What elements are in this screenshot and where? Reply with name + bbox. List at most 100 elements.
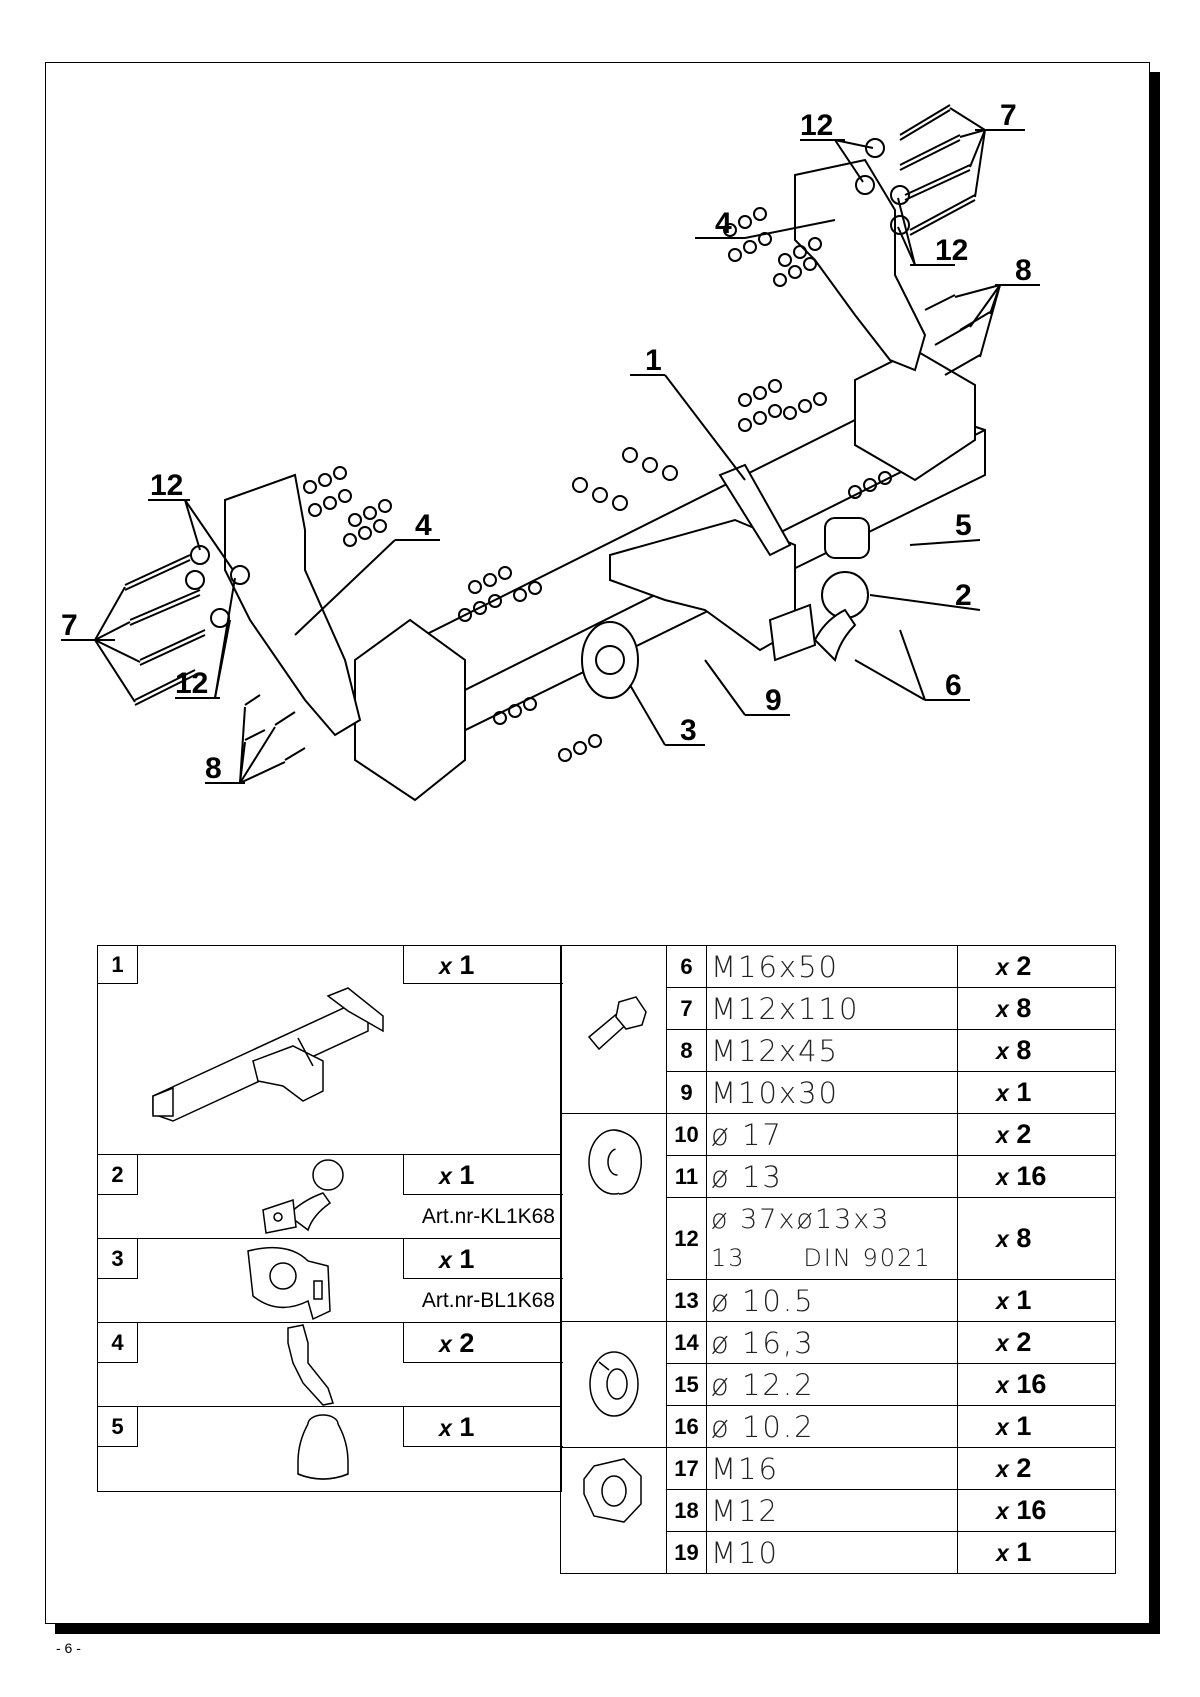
part-qty: x 8 bbox=[957, 1197, 1116, 1280]
table-row: 15 ø 12.2 x 16 bbox=[561, 1363, 1116, 1406]
spring-washer-image-cell bbox=[560, 1321, 667, 1448]
part-number: 7 bbox=[666, 987, 707, 1030]
table-row: 10 ø 17 x 2 bbox=[560, 1113, 1116, 1322]
table-row: 19 M10 x 1 bbox=[561, 1531, 1116, 1574]
part-spec: ø 12.2 bbox=[706, 1363, 958, 1406]
part-qty: x 16 bbox=[957, 1489, 1116, 1532]
washer-image-cell bbox=[560, 1113, 667, 1322]
part-number: 16 bbox=[666, 1405, 707, 1448]
part-qty: x 1 bbox=[403, 1239, 563, 1279]
part-row-3: 3 x 1 Art.nr-BL1K68 bbox=[97, 1239, 563, 1323]
part-spec: M16 bbox=[706, 1447, 958, 1490]
part-spec: ø 10.5 bbox=[706, 1279, 958, 1322]
spring-washer-icon bbox=[588, 1351, 639, 1417]
table-row: 7 M12x110 x 8 bbox=[561, 987, 1116, 1030]
part-qty: x 2 bbox=[957, 1113, 1116, 1156]
part-number: 5 bbox=[98, 1407, 138, 1447]
part-spec: ø 10.2 bbox=[706, 1405, 958, 1448]
part-qty: x 1 bbox=[403, 1155, 563, 1195]
part-spec: ø 17 bbox=[706, 1113, 958, 1156]
part-spec: M10x30 bbox=[706, 1071, 958, 1114]
callout-3: 3 bbox=[680, 714, 697, 747]
part-qty: x 1 bbox=[957, 1279, 1116, 1322]
part-qty: x 2 bbox=[403, 1323, 563, 1363]
hex-nut-icon bbox=[582, 1458, 642, 1523]
table-row: 16 ø 10.2 x 1 bbox=[561, 1405, 1116, 1448]
tow-ball-icon bbox=[262, 1159, 344, 1234]
callout-9: 9 bbox=[765, 684, 782, 717]
callout-7-left: 7 bbox=[61, 609, 78, 642]
callout-8-left: 8 bbox=[205, 752, 222, 785]
parts-table-right: 6 M16x50 x 2 7 M12x110 x 8 8 M12x45 x 8 … bbox=[560, 945, 1116, 1574]
part-number: 13 bbox=[666, 1279, 707, 1322]
part-row-5: 5 x 1 bbox=[97, 1407, 563, 1492]
part-qty: x 1 bbox=[403, 946, 563, 984]
part-number: 10 bbox=[666, 1113, 707, 1156]
callout-6: 6 bbox=[945, 669, 962, 702]
part-qty: x 1 bbox=[957, 1405, 1116, 1448]
page-number: - 6 - bbox=[56, 1640, 81, 1656]
part-row-4: 4 x 2 bbox=[97, 1323, 563, 1407]
bolt-icon bbox=[587, 996, 647, 1051]
callout-12-left-bottom: 12 bbox=[175, 667, 208, 700]
callout-4-left: 4 bbox=[415, 509, 432, 542]
table-row: 9 M10x30 x 1 bbox=[561, 1071, 1116, 1114]
callout-12-left-top: 12 bbox=[150, 469, 183, 502]
part-number: 19 bbox=[666, 1531, 707, 1574]
tow-bar-frame-icon bbox=[152, 987, 384, 1122]
part-row-2: 2 x 1 Art.nr-KL1K68 bbox=[97, 1155, 563, 1239]
part-number: 12 bbox=[666, 1197, 707, 1280]
part-spec: M12 bbox=[706, 1489, 958, 1532]
part-qty: x 2 bbox=[957, 945, 1116, 988]
part-qty: x 16 bbox=[957, 1363, 1116, 1406]
part-number: 11 bbox=[666, 1155, 707, 1198]
part-number: 9 bbox=[666, 1071, 707, 1114]
callout-4-right: 4 bbox=[715, 207, 732, 240]
table-row: 18 M12 x 16 bbox=[561, 1489, 1116, 1532]
part-number: 4 bbox=[98, 1323, 138, 1363]
callout-12-right-top: 12 bbox=[800, 109, 833, 142]
callout-2: 2 bbox=[955, 579, 972, 612]
ball-cap-icon bbox=[297, 1414, 349, 1480]
callout-12-right-bottom: 12 bbox=[935, 234, 968, 267]
part-number: 8 bbox=[666, 1029, 707, 1072]
part-spec: M12x110 bbox=[706, 987, 958, 1030]
part-qty: x 8 bbox=[957, 987, 1116, 1030]
part-spec: M16x50 bbox=[706, 945, 958, 988]
table-row: 11 ø 13 x 16 bbox=[561, 1155, 1116, 1198]
part-qty: x 1 bbox=[957, 1531, 1116, 1574]
table-row: 8 M12x45 x 8 bbox=[561, 1029, 1116, 1072]
part-number: 15 bbox=[666, 1363, 707, 1406]
part-number: 6 bbox=[666, 945, 707, 988]
callout-5: 5 bbox=[955, 509, 972, 542]
part-qty: x 1 bbox=[403, 1407, 563, 1447]
flat-washer-icon bbox=[587, 1129, 642, 1195]
part-spec: ø 16,3 bbox=[706, 1321, 958, 1364]
table-row: 17 M16 x 2 bbox=[560, 1447, 1116, 1574]
parts-table-left: 1 x 1 2 x 1 Art.nr-KL1K68 3 bbox=[97, 945, 563, 1492]
part-spec: ø 13 bbox=[706, 1155, 958, 1198]
part-qty: x 2 bbox=[957, 1321, 1116, 1364]
article-number: Art.nr-KL1K68 bbox=[421, 1205, 555, 1228]
part-qty: x 16 bbox=[957, 1155, 1116, 1198]
table-row: 6 M16x50 x 2 bbox=[560, 945, 1116, 1114]
part-qty: x 2 bbox=[957, 1447, 1116, 1490]
part-spec: ø 37xø13x3 13 DIN 9021 bbox=[706, 1197, 958, 1280]
table-row: 12 ø 37xø13x3 13 DIN 9021 x 8 bbox=[561, 1197, 1116, 1280]
part-row-1: 1 x 1 bbox=[97, 945, 563, 1155]
part-number: 18 bbox=[666, 1489, 707, 1532]
table-row: 14 ø 16,3 x 2 bbox=[560, 1321, 1116, 1448]
part-spec: M10 bbox=[706, 1531, 958, 1574]
part-number: 3 bbox=[98, 1239, 138, 1279]
socket-plate-icon bbox=[247, 1246, 331, 1321]
callout-7-right: 7 bbox=[1000, 100, 1017, 132]
callout-1: 1 bbox=[645, 344, 662, 377]
part-spec: M12x45 bbox=[706, 1029, 958, 1072]
exploded-assembly-diagram: 12 7 12 8 4 1 12 7 12 8 4 5 2 6 9 3 bbox=[61, 100, 1040, 802]
nut-image-cell bbox=[560, 1447, 667, 1574]
part-qty: x 1 bbox=[957, 1071, 1116, 1114]
article-number: Art.nr-BL1K68 bbox=[421, 1289, 555, 1312]
part-number: 2 bbox=[98, 1155, 138, 1195]
part-qty: x 8 bbox=[957, 1029, 1116, 1072]
part-number: 1 bbox=[98, 946, 138, 984]
